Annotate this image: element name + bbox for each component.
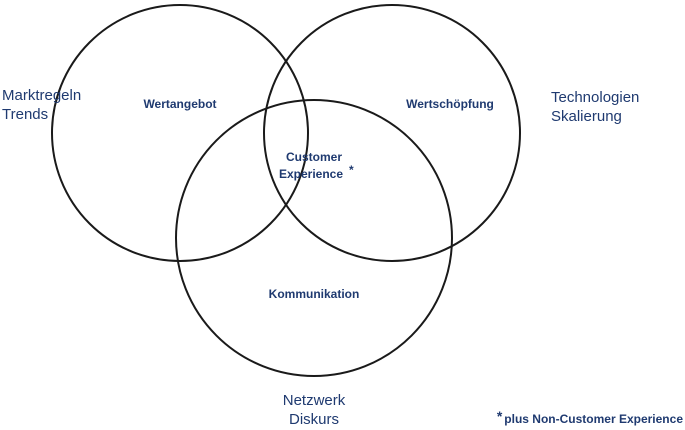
outer-label-bottom: Netzwerk Diskurs	[264, 391, 364, 429]
outer-label-left: Marktregeln Trends	[2, 86, 81, 124]
center-label-line2: Experience	[279, 167, 343, 181]
circle-kommunikation	[175, 99, 453, 377]
outer-label-left-line2: Trends	[2, 106, 49, 123]
center-label-line1: Customer	[286, 150, 342, 164]
outer-label-bottom-line1: Netzwerk	[282, 392, 346, 409]
label-wertangebot: Wertangebot	[143, 97, 216, 111]
label-wertschoepfung: Wertschöpfung	[406, 97, 494, 111]
outer-label-right-line1: Technologien	[551, 89, 640, 106]
footnote-text: plus Non-Customer Experience	[504, 412, 683, 426]
outer-label-bottom-line2: Diskurs	[288, 411, 339, 428]
circle-wertangebot	[51, 4, 309, 262]
center-marker: *	[349, 163, 354, 177]
outer-label-right-line2: Skalierung	[551, 108, 622, 125]
footnote-marker: *	[496, 408, 503, 424]
outer-label-right: Technologien Skalierung	[551, 88, 639, 126]
footnote: *plus Non-Customer Experience	[496, 408, 683, 426]
outer-label-left-line1: Marktregeln	[2, 87, 82, 104]
circle-wertschoepfung	[263, 4, 521, 262]
label-kommunikation: Kommunikation	[269, 287, 360, 301]
